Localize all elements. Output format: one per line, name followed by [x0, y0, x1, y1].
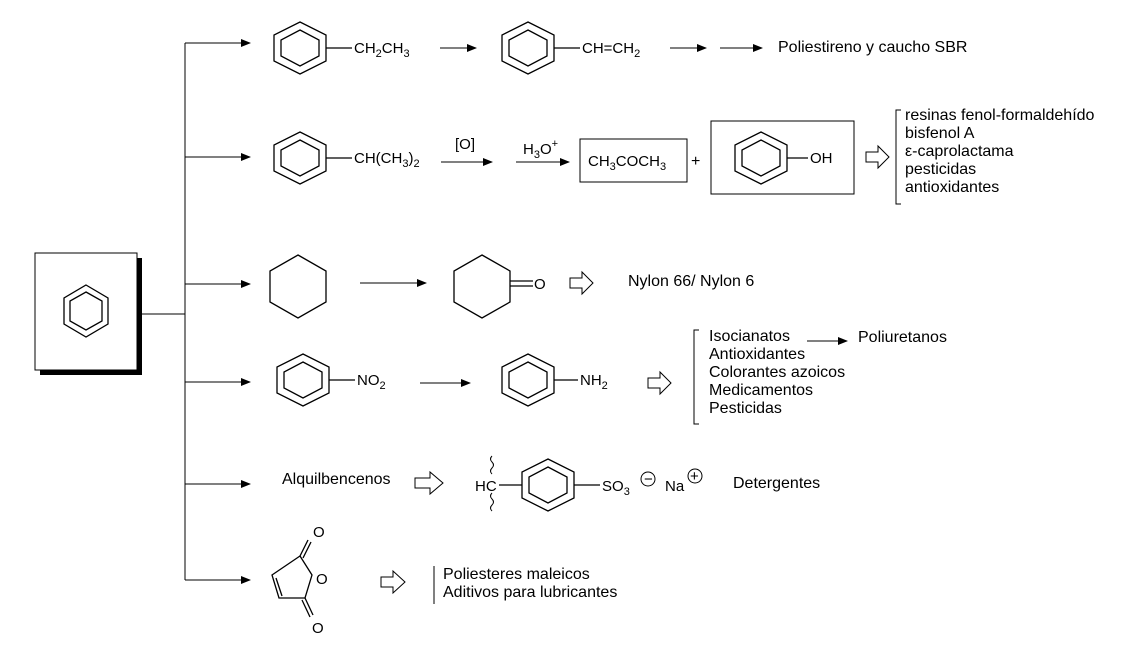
phenol-box: [710, 120, 855, 195]
bracket-r4: [693, 329, 699, 425]
phenol-oh-label: OH: [810, 150, 833, 167]
list-item: ε-caprolactama: [905, 143, 1014, 160]
plus-sign: +: [691, 153, 700, 170]
cumene: [273, 131, 352, 185]
ring-o: O: [316, 571, 328, 588]
aniline-uses-list: Isocianatos Antioxidantes Colorantes azo…: [709, 328, 845, 418]
maleic-anhydride: [271, 539, 314, 618]
list-item: antioxidantes: [905, 179, 1000, 196]
list-item: Medicamentos: [709, 382, 814, 399]
benzene-ring-center: [63, 284, 109, 338]
hollow-arrow-r5: [414, 470, 444, 496]
cyclohexanone: [453, 254, 533, 319]
list-item: Antioxidantes: [709, 346, 806, 363]
hc-label: HC: [475, 478, 497, 495]
nitro-group-label: NO2: [357, 372, 386, 392]
styrene: [501, 21, 580, 75]
sodium-label: Na: [665, 478, 685, 495]
plus-charge-circle: [687, 468, 703, 484]
acetone-box: [579, 138, 688, 183]
bracket-r2: [895, 109, 901, 205]
benzene-box: [34, 252, 142, 375]
hollow-arrow-r3: [569, 270, 594, 296]
maleic-uses-list: Poliesteres maleicos Aditivos para lubri…: [443, 566, 617, 602]
minus-charge: −: [644, 471, 653, 488]
list-item: Isocianatos: [709, 328, 790, 345]
isocyanate-product: Poliuretanos: [858, 329, 947, 346]
plus-charge: +: [690, 468, 699, 485]
ethyl-group-label: CH2CH3: [354, 40, 410, 60]
ketone-o-label: O: [534, 276, 546, 293]
hollow-arrow-r4: [647, 370, 672, 396]
carbonyl-o-bottom: O: [312, 620, 324, 637]
list-item: Pesticidas: [709, 400, 782, 417]
phenol-uses-list: resinas fenol-formaldehído bisfenol A ε-…: [905, 107, 1094, 197]
amine-group-label: NH2: [580, 372, 608, 392]
cyclohexane: [269, 254, 327, 319]
aniline: [501, 353, 578, 407]
hollow-arrow-r2: [865, 144, 890, 170]
sulfonate-benzene: [499, 458, 600, 512]
reagent-oxidation: [O]: [455, 136, 475, 153]
carbonyl-o-top: O: [313, 524, 325, 541]
branch-lines: [142, 39, 251, 584]
phenol: [734, 131, 808, 185]
list-item: Colorantes azoicos: [709, 364, 846, 381]
isopropyl-group-label: CH(CH3)2: [354, 150, 420, 170]
sulfonate-label: SO3: [602, 478, 630, 498]
reagent-acid: H3O+: [523, 138, 558, 161]
list-item: pesticidas: [905, 161, 977, 178]
list-item: bisfenol A: [905, 125, 975, 142]
nitrobenzene: [276, 353, 355, 407]
list-item: Poliesteres maleicos: [443, 566, 590, 583]
r5-reactant: Alquilbencenos: [282, 471, 391, 488]
list-item: Aditivos para lubricantes: [443, 584, 618, 601]
minus-charge-circle: [640, 471, 656, 487]
vinyl-group-label: CH=CH2: [582, 40, 640, 60]
r3-product: Nylon 66/ Nylon 6: [628, 273, 754, 290]
acetone-label: CH3COCH3: [588, 153, 666, 173]
wavy-bond-top: [490, 455, 494, 475]
ethylbenzene: [273, 21, 352, 75]
list-item: resinas fenol-formaldehído: [905, 107, 1095, 124]
r5-product: Detergentes: [733, 475, 820, 492]
wavy-bond-bottom: [490, 492, 494, 512]
hollow-arrow-r6: [380, 569, 406, 595]
r1-product: Poliestireno y caucho SBR: [778, 39, 967, 56]
